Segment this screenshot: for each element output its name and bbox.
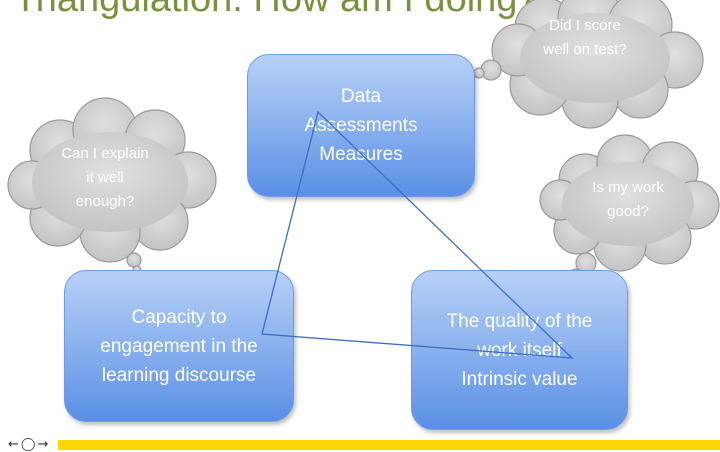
cloud-score <box>466 0 704 129</box>
cloud-score-line: Did I score <box>549 17 621 34</box>
cloud-explain-line: Can I explain <box>61 145 149 162</box>
slide-title: Triangulation: How am I doing? <box>14 0 539 21</box>
box-capacity-line: engagement in the <box>100 335 258 357</box>
box-quality-line: The quality of the <box>446 310 593 332</box>
box-capacity-line: Capacity to <box>131 306 227 328</box>
cloud-score-text: Did I score well on test? <box>515 14 655 62</box>
cloud-explain-text: Can I explain it well enough? <box>30 142 180 214</box>
cloud-explain-line: enough? <box>75 193 135 210</box>
cloud-work-line: good? <box>607 203 649 220</box>
box-capacity-engagement: Capacity to engagement in the learning d… <box>64 270 294 422</box>
cloud-score-line: well on test? <box>543 41 627 58</box>
nav-arrows-icon[interactable]: ←◯→ <box>8 437 51 452</box>
box-data-assessments: Data Assessments Measures <box>247 54 475 197</box>
box-quality-line: Intrinsic value <box>461 368 578 390</box>
box-quality-line: work itself <box>477 339 562 361</box>
cloud-explain-line: it well <box>86 169 124 186</box>
box-data-line: Measures <box>319 144 403 165</box>
box-quality-work: The quality of the work itself Intrinsic… <box>411 270 628 430</box>
box-data-line: Data <box>340 86 382 107</box>
box-data-line: Assessments <box>304 115 418 136</box>
cloud-explain <box>7 97 217 275</box>
cloud-work-text: Is my work good? <box>558 176 698 224</box>
cloud-work-line: Is my work <box>592 179 664 196</box>
box-capacity-line: learning discourse <box>101 364 257 386</box>
footer-bar <box>58 440 720 450</box>
